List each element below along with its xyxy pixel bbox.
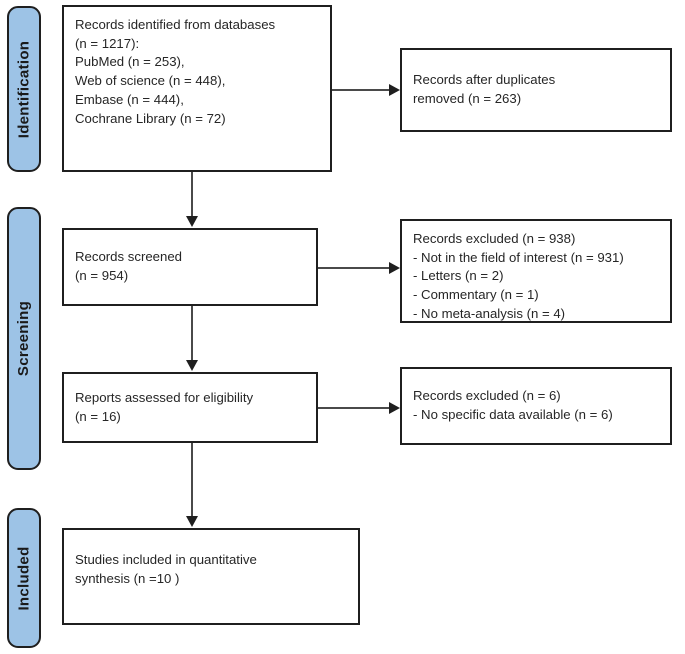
- connector-screened-to-excluded: [318, 267, 390, 269]
- box-records-screened-text: Records screened (n = 954): [75, 249, 183, 283]
- stage-label-screening-text: Screening: [15, 300, 33, 377]
- arrowhead-identified-to-duplicates: [389, 84, 400, 96]
- stage-label-screening: Screening: [7, 207, 41, 470]
- box-studies-included-text: Studies included in quantitative synthes…: [75, 552, 257, 586]
- box-duplicates-removed-text: Records after duplicates removed (n = 26…: [413, 72, 556, 106]
- box-records-identified: Records identified from databases (n = 1…: [62, 5, 332, 172]
- box-duplicates-removed: Records after duplicates removed (n = 26…: [400, 48, 672, 132]
- stage-label-included: Included: [7, 508, 41, 648]
- box-records-screened: Records screened (n = 954): [62, 228, 318, 306]
- box-studies-included: Studies included in quantitative synthes…: [62, 528, 360, 625]
- connector-reports-to-excluded: [318, 407, 390, 409]
- stage-label-included-text: Included: [15, 545, 33, 611]
- connector-identified-to-screened: [191, 172, 193, 218]
- connector-reports-to-included: [191, 443, 193, 518]
- stage-label-identification: Identification: [7, 6, 41, 172]
- arrowhead-screened-to-excluded: [389, 262, 400, 274]
- arrowhead-screened-to-reports: [186, 360, 198, 371]
- box-reports-assessed: Reports assessed for eligibility (n = 16…: [62, 372, 318, 443]
- stage-label-identification-text: Identification: [15, 40, 33, 138]
- box-records-excluded-screening: Records excluded (n = 938) - Not in the …: [400, 219, 672, 323]
- box-reports-assessed-text: Reports assessed for eligibility (n = 16…: [75, 389, 254, 424]
- box-records-identified-text: Records identified from databases (n = 1…: [75, 17, 276, 126]
- box-records-excluded-eligibility: Records excluded (n = 6) - No specific d…: [400, 367, 672, 445]
- arrowhead-reports-to-excluded: [389, 402, 400, 414]
- arrowhead-reports-to-included: [186, 516, 198, 527]
- connector-identified-to-duplicates: [332, 89, 390, 91]
- box-records-excluded-screening-text: Records excluded (n = 938) - Not in the …: [413, 231, 624, 321]
- arrowhead-identified-to-screened: [186, 216, 198, 227]
- box-records-excluded-eligibility-text: Records excluded (n = 6) - No specific d…: [413, 388, 613, 422]
- connector-screened-to-reports: [191, 306, 193, 362]
